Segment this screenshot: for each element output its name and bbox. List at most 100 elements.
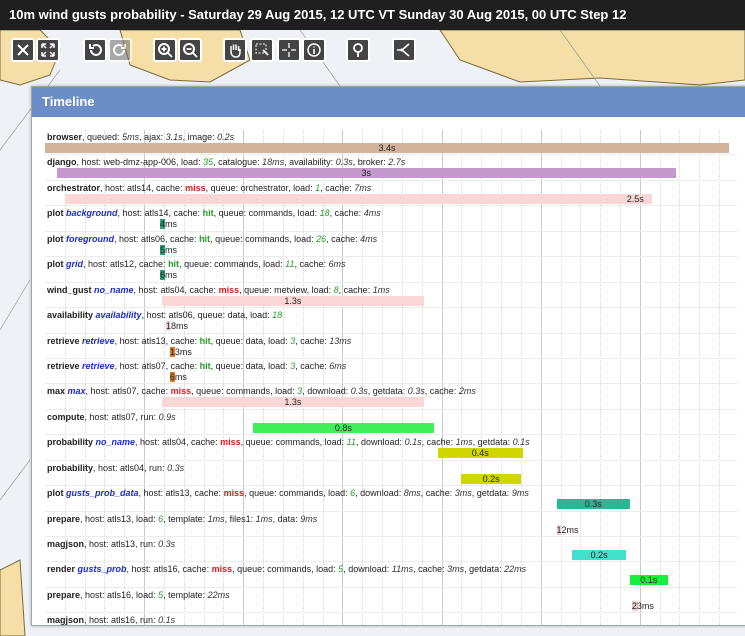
timeline-bar[interactable]: 6ms — [169, 371, 187, 382]
timeline-grid-line — [322, 130, 324, 625]
timeline-row-label: prepare, host: atls16, load: 5, template… — [47, 590, 230, 600]
timeline-label-part: , availability: — [284, 157, 336, 168]
timeline-row-label: magjson, host: atls16, run: 0.1s — [47, 615, 175, 625]
zoom-out-button[interactable] — [178, 38, 202, 62]
timeline-label-part: , getdata: — [464, 564, 505, 575]
timeline-bar[interactable]: 5ms — [160, 244, 177, 255]
timeline-label-part: , getdata: — [471, 488, 512, 499]
timeline-label-part: , host: atls13, cache: — [138, 488, 224, 499]
timeline-row: browser, queued: 5ms, ajax: 3.1s, image:… — [45, 130, 737, 156]
timeline-grid-line — [342, 130, 344, 625]
timeline-label-part: , files1: — [224, 513, 256, 524]
timeline-label-part: 0.3s — [350, 386, 368, 397]
timeline-bar[interactable]: 12ms — [556, 524, 579, 535]
timeline-label-part: hit — [199, 335, 211, 346]
timeline-label-part: miss — [218, 284, 240, 295]
timeline-bar[interactable]: 0.1s — [629, 575, 668, 586]
timeline-label-part: , queue: commands, load: — [244, 488, 351, 499]
timeline-bar[interactable]: 1.3s — [161, 295, 424, 306]
timeline-row: probability no_name, host: atls04, cache… — [45, 435, 737, 461]
timeline-label-part: 13ms — [329, 335, 352, 346]
timeline-label-part: , broker: — [352, 157, 389, 168]
crosshair-button[interactable] — [277, 38, 301, 62]
timeline-bar-label: 0.2s — [482, 473, 500, 484]
timeline-label-part: , cache: — [326, 233, 361, 244]
timeline-grid-line — [580, 130, 582, 625]
timeline-label-part: , download: — [356, 437, 405, 448]
timeline-bar-label: 1.3s — [284, 295, 302, 306]
undo-button[interactable] — [83, 38, 107, 62]
timeline-label-part: miss — [220, 437, 241, 448]
cross-section-icon — [397, 43, 410, 57]
redo-button[interactable] — [108, 38, 132, 62]
timeline-bar-label: 0.2s — [590, 550, 608, 560]
timeline-row-label: max max, host: atls07, cache: miss, queu… — [47, 386, 476, 396]
timeline-label-part: , cache: — [295, 335, 330, 346]
timeline-row-label: retrieve retrieve, host: atls13, cache: … — [47, 336, 351, 346]
timeline-bar[interactable]: 23ms — [631, 600, 654, 611]
timeline-grid-line — [223, 130, 225, 625]
timeline-label-part: , queue: commands, load: — [179, 259, 286, 270]
timeline-label-part: hit — [199, 360, 211, 371]
timeline-grid-line — [203, 130, 205, 625]
timeline-label-part: , host: atls04, run: — [93, 462, 168, 473]
timeline-label-part: availability — [47, 310, 96, 321]
timeline-row-label: probability, host: atls04, run: 0.3s — [47, 463, 184, 473]
timeline-label-part: 0.9s — [158, 411, 176, 422]
timeline-bar[interactable]: 0.3s — [556, 499, 630, 510]
timeline-label-part: , host: atls06, cache: — [114, 233, 200, 244]
timeline-label-part: 11 — [346, 437, 357, 448]
timeline-label-part: miss — [170, 386, 192, 397]
timeline-label-part: miss — [223, 488, 245, 499]
expand-icon — [41, 43, 55, 57]
timeline-row-label: django, host: web-dmz-app-006, load: 35,… — [47, 157, 405, 167]
select-area-icon — [255, 43, 269, 56]
timeline-bar[interactable]: 0.8s — [253, 422, 434, 433]
timeline-label-part: prepare — [47, 589, 81, 600]
timeline-bar[interactable]: 18ms — [165, 321, 188, 332]
timeline-bar[interactable]: 1.3s — [161, 397, 424, 408]
timeline-label-part: , queue: commands, load: — [232, 564, 339, 575]
timeline-bar[interactable]: 0.4s — [437, 448, 523, 459]
timeline-label-part: 0.2s — [217, 132, 235, 142]
timeline-panel: Timeline browser, queued: 5ms, ajax: 3.1… — [31, 86, 745, 626]
timeline-label-part: 6ms — [329, 360, 347, 371]
timeline-bar[interactable]: 0.2s — [572, 550, 626, 560]
timeline-row: plot foreground, host: atls06, cache: hi… — [45, 232, 737, 258]
timeline-label-part: compute — [47, 411, 85, 422]
timeline-label-part: plot — [47, 259, 66, 270]
timeline-bar[interactable]: 3s — [56, 168, 676, 179]
timeline-label-part: 9ms — [300, 513, 318, 524]
zoom-in-button[interactable] — [153, 38, 177, 62]
select-area-button[interactable] — [250, 38, 274, 62]
timeline-label-part: 0.1s — [158, 615, 176, 626]
close-button[interactable] — [11, 38, 35, 62]
timeline-bar[interactable]: 2.5s — [64, 193, 652, 204]
timeline-label-part: availability — [95, 310, 142, 321]
timeline-bar[interactable]: 4ms — [160, 219, 177, 230]
timeline-label-part: hit — [168, 259, 180, 270]
timeline-label-part: 35 — [203, 157, 214, 168]
undo-icon — [89, 44, 102, 56]
info-button[interactable] — [302, 38, 326, 62]
timeline-label-part: plot — [47, 208, 66, 219]
timeline-row-label: retrieve retrieve, host: atls07, cache: … — [47, 361, 346, 371]
timeline-grid-line — [520, 130, 522, 625]
timeline-bar[interactable]: 6ms — [160, 270, 177, 281]
timeline-grid-line — [600, 130, 602, 625]
timeline-label-part: , host: atls07, cache: — [114, 360, 200, 371]
pan-button[interactable] — [223, 38, 247, 62]
timeline-label-part: , cache: — [424, 386, 459, 397]
fullscreen-button[interactable] — [36, 38, 60, 62]
pin-button[interactable] — [346, 38, 370, 62]
cross-section-button[interactable] — [392, 38, 416, 62]
timeline-row: django, host: web-dmz-app-006, load: 35,… — [45, 155, 737, 181]
timeline-label-part: 18 — [272, 310, 283, 321]
timeline-bar[interactable]: 0.2s — [461, 473, 521, 484]
timeline-row: plot background, host: atls14, cache: hi… — [45, 206, 737, 232]
timeline-bar-label: 18ms — [165, 321, 188, 332]
timeline-label-part: , image: — [182, 132, 218, 142]
timeline-bar[interactable]: 13ms — [169, 346, 192, 357]
timeline-label-part: , host: atls04, cache: — [133, 284, 219, 295]
timeline-bar[interactable]: 3.4s — [45, 143, 730, 153]
